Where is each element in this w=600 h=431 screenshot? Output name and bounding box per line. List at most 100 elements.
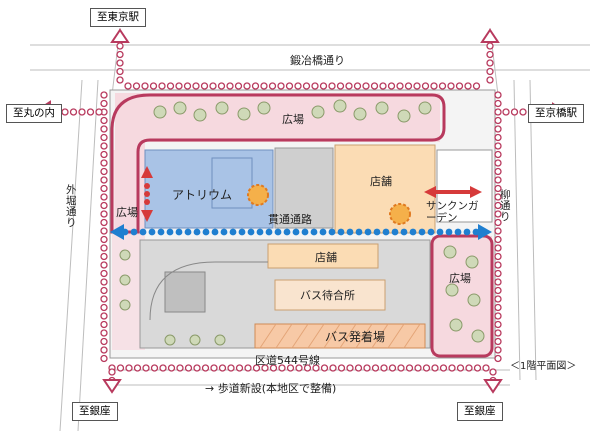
walkway-dot: [200, 82, 209, 90]
walkway-dot: [346, 364, 354, 372]
passage-dot: [202, 228, 210, 236]
walkway-dot: [319, 82, 328, 90]
walkway-dot: [494, 176, 502, 184]
arrow-glyph: →: [205, 382, 218, 395]
walkway-dot: [494, 354, 502, 363]
walkway-dot: [100, 201, 108, 210]
label-shop-center: 店舗: [315, 251, 337, 264]
walkway-dot: [100, 193, 108, 201]
label-atrium: アトリウム: [172, 188, 233, 202]
walkway-dot: [413, 82, 421, 90]
destination-tokyo-station: 至東京駅: [90, 8, 146, 27]
passage-dot: [436, 228, 444, 236]
walkway-dot: [116, 42, 124, 50]
sunken-garden-arrow: [424, 186, 482, 198]
walkway-dot: [379, 82, 387, 90]
street-kajibashi: 鍛冶橋通り: [290, 54, 345, 67]
walkway-dot: [380, 364, 388, 372]
label-bus-waiting: バス待合所: [300, 289, 355, 302]
walkway-dot: [494, 295, 502, 303]
passage-dot: [256, 228, 264, 236]
passage-dot: [409, 228, 417, 236]
walkway-dot: [337, 364, 346, 372]
note-sidewalk-text: 歩道新設(本地区で整備): [217, 382, 337, 395]
passage-dot: [427, 228, 435, 236]
walkway-dot: [397, 364, 405, 372]
walkway-dot: [396, 82, 404, 90]
walkway-dot: [116, 364, 125, 372]
passage-dot: [472, 228, 480, 236]
walkway-dot: [184, 364, 193, 372]
passage-dot: [148, 228, 156, 236]
note-sidewalk: → 歩道新設(本地区で整備): [205, 383, 336, 394]
walkway-dot: [125, 364, 133, 372]
destination-marunouchi: 至丸の内: [6, 104, 62, 123]
walkway-dot: [336, 82, 345, 90]
walkway-dot: [414, 364, 422, 372]
walkway-dot: [133, 364, 142, 372]
walkway-dot: [286, 364, 295, 372]
walkway-dot: [78, 108, 86, 116]
passage-dot: [292, 228, 300, 236]
walkway-dot: [439, 364, 448, 372]
passage-dot: [301, 228, 309, 236]
walkway-dot: [464, 82, 472, 90]
walkway-dot: [149, 82, 158, 90]
atrium-vertical-arrow: [141, 166, 153, 222]
walkway-dot: [404, 82, 413, 90]
shop-north-block: [334, 144, 436, 234]
note-floor-plan: ＜1階平面図＞: [510, 361, 577, 372]
walkway-dot: [494, 99, 502, 108]
walkway-dot: [494, 108, 502, 116]
passage-dot: [274, 228, 282, 236]
walkway-dot: [363, 364, 371, 372]
passage-dot: [346, 228, 354, 236]
bus-waiting-block: [274, 279, 386, 311]
passage-dot: [400, 228, 408, 236]
walkway-dot: [100, 261, 108, 269]
walkway-dot: [494, 150, 502, 159]
passage-dot: [418, 228, 426, 236]
passage-dot: [319, 228, 327, 236]
walkway-dot: [100, 167, 108, 176]
passage-dot: [211, 228, 219, 236]
passage-dot: [139, 228, 147, 236]
walkway-dot: [116, 67, 124, 76]
walkway-dot: [405, 364, 414, 372]
walkway-dot: [100, 210, 108, 218]
walkway-dot: [486, 50, 494, 59]
walkway-dot: [455, 82, 464, 90]
sunken-garden-block: [436, 149, 493, 223]
passage-dot: [220, 228, 228, 236]
walkway-dot: [371, 364, 380, 372]
elevator-marker-atrium: [247, 184, 269, 206]
walkway-dot: [100, 133, 108, 142]
label-plaza-north: 広場: [282, 113, 304, 126]
walkway-dot: [328, 82, 336, 90]
walkway-dot: [192, 82, 200, 90]
passage-dot: [157, 228, 165, 236]
walkway-dot: [100, 125, 108, 133]
walkway-dot: [124, 82, 132, 90]
label-sunken-garden: サンクンガーデン: [426, 200, 479, 225]
elevator-marker-shop: [389, 203, 411, 225]
walkway-dot: [100, 91, 108, 99]
walkway-dot: [100, 116, 108, 125]
walkway-dot: [61, 108, 69, 116]
walkway-dot: [472, 82, 481, 90]
walkway-dot: [252, 364, 261, 372]
passage-dot: [184, 228, 192, 236]
walkway-dot: [108, 368, 116, 376]
walkway-dot: [278, 364, 286, 372]
walkway-dot: [100, 176, 108, 184]
walkway-dot: [494, 227, 502, 235]
walkway-dot: [210, 364, 218, 372]
walkway-dot: [354, 364, 363, 372]
walkway-dot: [345, 82, 353, 90]
walkway-dot: [159, 364, 167, 372]
walkway-dot: [482, 364, 490, 372]
walkway-dot: [494, 286, 502, 295]
walkway-dot: [260, 82, 268, 90]
walkway-dot: [234, 82, 243, 90]
label-bus-terminal: バス発着場: [325, 330, 386, 344]
